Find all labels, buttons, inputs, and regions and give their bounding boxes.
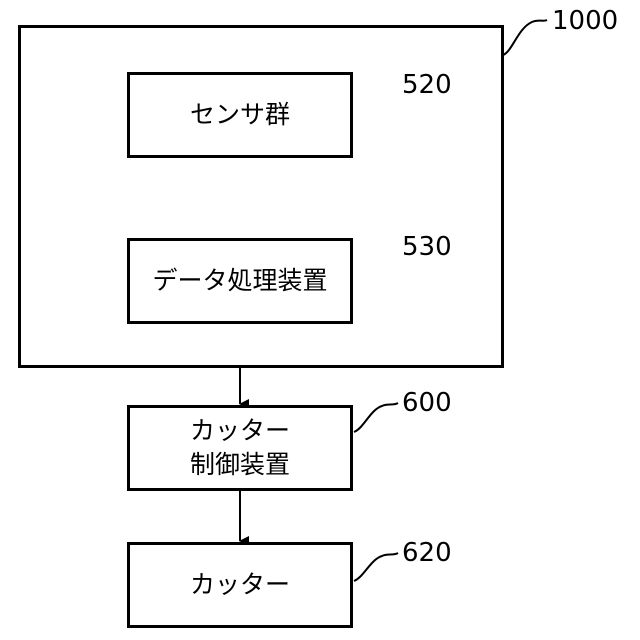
ref-620: 620	[402, 538, 452, 568]
cutter-control-device-label-line1: カッター	[190, 414, 290, 448]
cutter-label: カッター	[190, 568, 290, 602]
leader-1000	[503, 20, 547, 55]
sensor-group-box: センサ群	[127, 72, 353, 158]
leader-600	[354, 403, 398, 432]
data-processing-device-box: データ処理装置	[127, 238, 353, 324]
sensor-group-label: センサ群	[190, 98, 290, 132]
cutter-control-device-label-line2: 制御装置	[190, 448, 290, 482]
ref-600: 600	[402, 388, 452, 418]
cutter-control-device-box: カッター 制御装置	[127, 405, 353, 491]
leader-620	[354, 553, 398, 581]
ref-520: 520	[402, 70, 452, 100]
cutter-box: カッター	[127, 542, 353, 628]
ref-1000: 1000	[552, 6, 618, 36]
data-processing-device-label: データ処理装置	[152, 264, 327, 298]
ref-530: 530	[402, 232, 452, 262]
